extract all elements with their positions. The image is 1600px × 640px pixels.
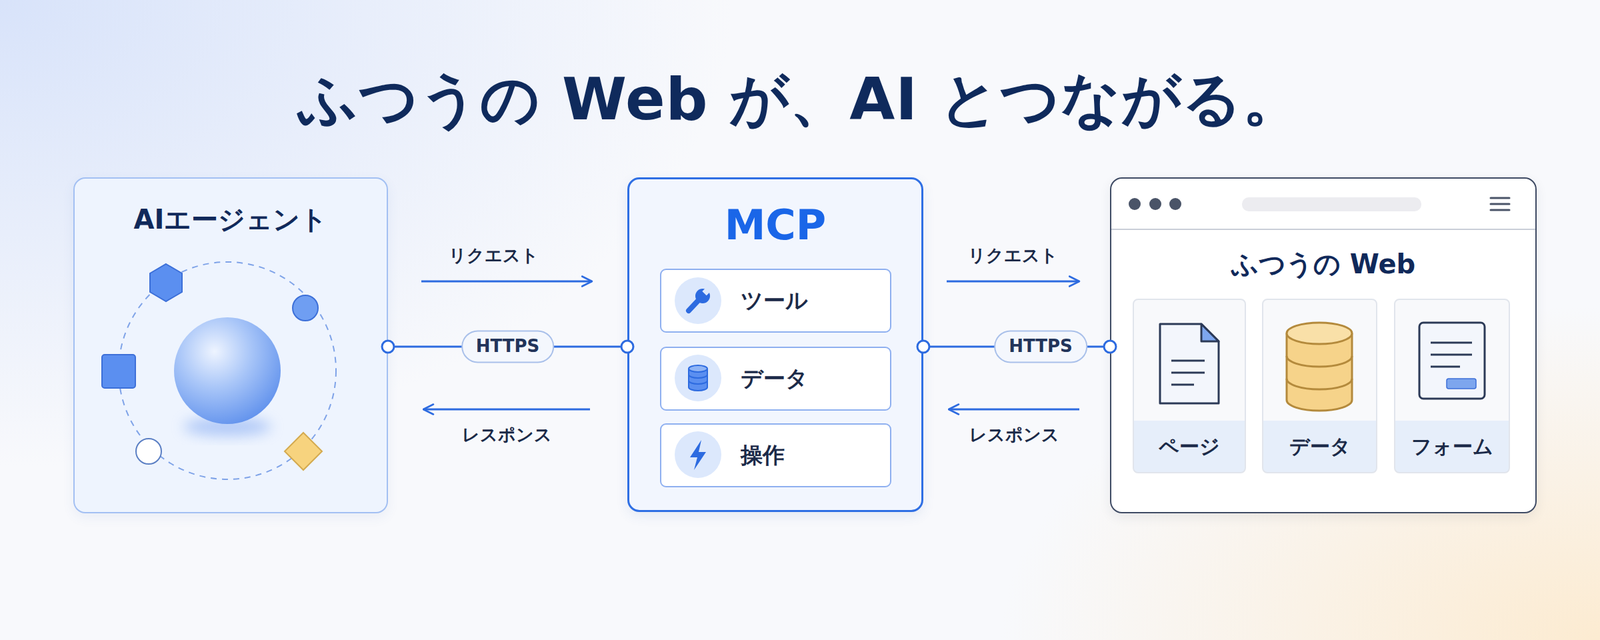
flow-arrow xyxy=(948,408,1080,411)
agent-sphere xyxy=(174,317,281,424)
connector-port xyxy=(1104,340,1116,353)
edge-label: レスポンス xyxy=(969,424,1060,446)
window-dot xyxy=(1128,198,1141,210)
node-label: ふつうの Web xyxy=(1111,248,1536,280)
square-shape xyxy=(102,354,136,388)
orbit-ring xyxy=(118,262,336,480)
database-icon xyxy=(1286,333,1352,411)
edge-label: リクエスト xyxy=(448,245,539,266)
address-bar xyxy=(1242,197,1422,212)
connector-port xyxy=(917,340,930,353)
flow-arrow xyxy=(421,280,592,283)
form-button xyxy=(1446,378,1476,389)
document-icon xyxy=(1160,324,1219,404)
node-label: データ xyxy=(1263,420,1376,472)
capability-box: 操作 xyxy=(660,423,892,488)
lightning-icon xyxy=(690,440,706,470)
capability-box: データ xyxy=(660,346,892,411)
node-label: MCP xyxy=(629,200,922,250)
edge-label: レスポンス xyxy=(462,424,552,446)
resource-card: ページ xyxy=(1132,298,1246,474)
database-icon xyxy=(688,365,708,372)
protocol-pill: HTTPS xyxy=(994,330,1088,363)
circle-shape xyxy=(292,295,318,321)
database-icon xyxy=(688,374,708,384)
form-icon xyxy=(1419,322,1485,399)
wrench-icon xyxy=(688,299,700,311)
resource-card: フォーム xyxy=(1394,298,1510,474)
node-label: AIエージェント xyxy=(74,203,387,236)
database-icon xyxy=(1286,322,1352,344)
icon-badge xyxy=(674,277,722,324)
document-icon xyxy=(1201,324,1219,342)
menu-icon xyxy=(1490,198,1510,210)
wrench-icon xyxy=(702,287,711,296)
database-icon xyxy=(1286,356,1352,390)
connector-port xyxy=(621,340,634,353)
toolbar-divider xyxy=(1111,228,1536,230)
document-icon xyxy=(1171,360,1205,385)
protocol-pill: HTTPS xyxy=(461,330,555,363)
flow-arrow xyxy=(423,408,590,411)
database-icon xyxy=(688,368,708,391)
hexagon-shape xyxy=(150,264,182,302)
connector-port xyxy=(382,340,394,353)
icon-badge xyxy=(674,431,722,478)
node-label: 操作 xyxy=(740,424,885,486)
node-label: ツール xyxy=(740,270,885,332)
diagram-title: ふつうの Web が、AI とつながる。 xyxy=(0,64,1600,135)
node-label: データ xyxy=(740,348,885,410)
flow-arrow xyxy=(946,280,1080,283)
window-dot xyxy=(1169,198,1182,210)
browser-window: ページデータフォーム ふつうの Web xyxy=(1110,177,1537,514)
circle-shape xyxy=(136,438,162,464)
wrench-icon xyxy=(695,288,710,304)
node-label: ページ xyxy=(1134,420,1245,472)
capability-box: ツール xyxy=(660,268,892,333)
mcp-panel: ツールデータ操作 MCP xyxy=(627,177,924,512)
node-label: フォーム xyxy=(1395,420,1509,472)
agent-panel: AIエージェント xyxy=(73,177,388,514)
window-dot xyxy=(1149,198,1162,210)
edge-label: リクエスト xyxy=(968,245,1058,266)
resource-card: データ xyxy=(1262,298,1378,474)
icon-badge xyxy=(674,354,722,402)
diamond-shape xyxy=(284,432,322,470)
sphere-shadow xyxy=(183,417,272,436)
form-icon xyxy=(1430,342,1472,367)
